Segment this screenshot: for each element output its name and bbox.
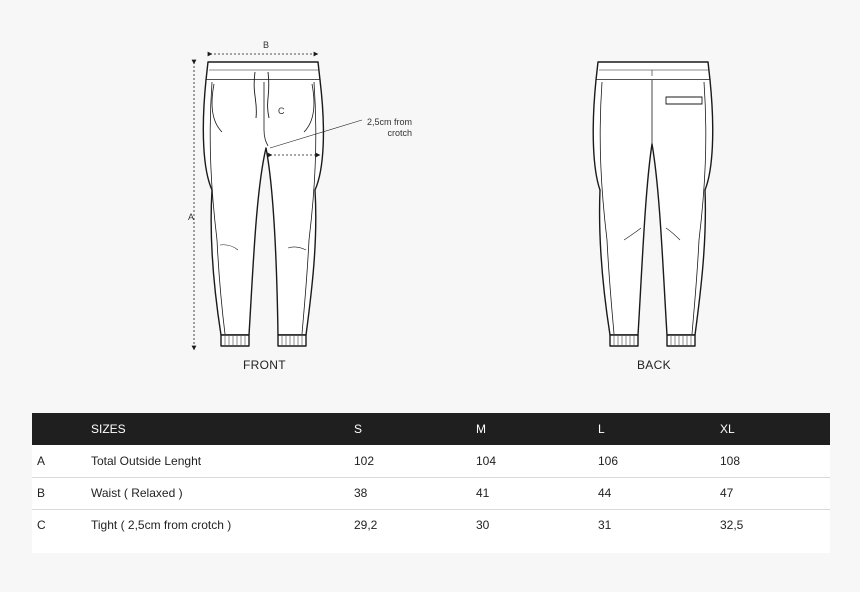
header-cell-sizes: SIZES <box>91 422 126 436</box>
pants-illustration <box>191 51 714 351</box>
front-pants <box>202 61 325 347</box>
table-row: C Tight ( 2,5cm from crotch ) 29,2 30 31… <box>32 509 830 541</box>
crotch-note: 2,5cm from crotch <box>350 117 412 139</box>
table-row: A Total Outside Lenght 102 104 106 108 <box>32 445 830 477</box>
row-measure: Waist ( Relaxed ) <box>91 486 183 500</box>
dimension-a-label: A <box>188 212 195 222</box>
row-value-xl: 32,5 <box>720 518 744 533</box>
row-value-l: 106 <box>598 453 619 468</box>
row-value-xl: 47 <box>720 486 734 500</box>
crotch-note-line1: 2,5cm from <box>366 117 412 127</box>
pants-technical-drawing: A B C 2,5cm from crotch FRONT BACK <box>188 40 714 372</box>
header-cell-xl: XL <box>720 422 735 436</box>
table-row: B Waist ( Relaxed ) 38 41 44 47 <box>32 477 830 509</box>
row-key: C <box>37 518 46 533</box>
row-value-xl: 108 <box>720 453 741 468</box>
size-chart-table: SIZES S M L XL A Total Outside Lenght 10… <box>32 413 830 541</box>
table-header-row: SIZES S M L XL <box>32 413 830 445</box>
row-value-m: 30 <box>476 518 490 533</box>
front-caption: FRONT <box>243 358 286 372</box>
row-measure: Total Outside Lenght <box>91 453 202 468</box>
table-bottom-padding <box>32 541 830 553</box>
dimension-b-label: B <box>263 40 270 50</box>
row-measure: Tight ( 2,5cm from crotch ) <box>91 518 232 533</box>
dimension-c-label: C <box>278 106 285 116</box>
back-pants <box>592 61 714 347</box>
header-cell-s: S <box>354 422 363 436</box>
row-value-m: 41 <box>476 486 490 500</box>
row-key: A <box>37 453 46 468</box>
header-cell-m: M <box>476 422 486 436</box>
crotch-note-line2: crotch <box>387 128 412 138</box>
row-value-s: 29,2 <box>354 518 378 533</box>
row-value-s: 38 <box>354 486 368 500</box>
row-key: B <box>37 486 46 500</box>
row-value-l: 44 <box>598 486 612 500</box>
row-value-m: 104 <box>476 453 497 468</box>
header-cell-key <box>32 413 91 445</box>
back-caption: BACK <box>637 358 671 372</box>
header-cell-l: L <box>598 422 605 436</box>
row-value-l: 31 <box>598 518 612 533</box>
row-value-s: 102 <box>354 453 375 468</box>
